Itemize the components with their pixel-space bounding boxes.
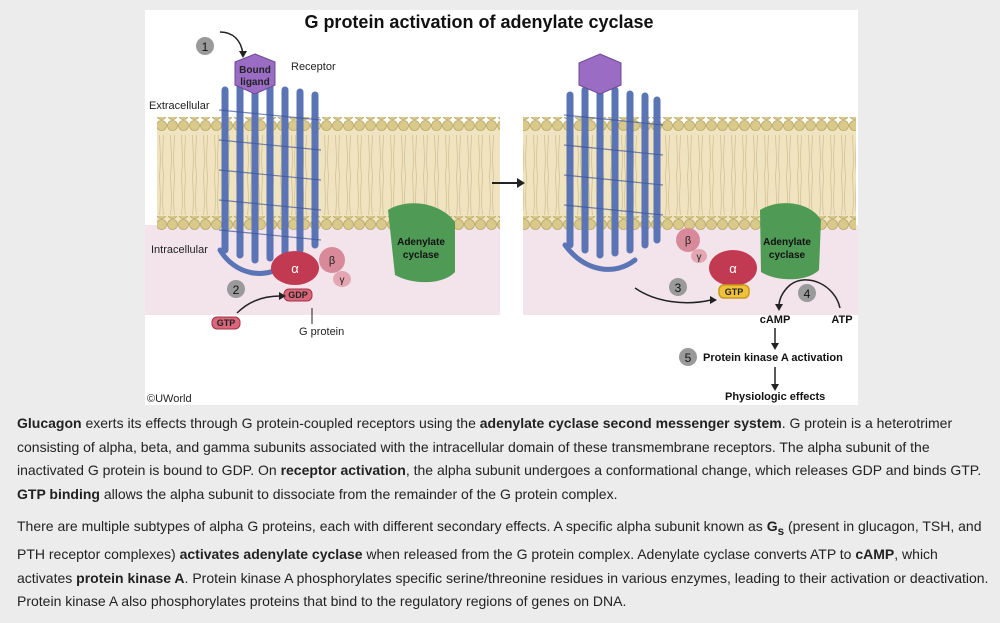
term-second-messenger: adenylate cyclase second messenger syste… xyxy=(479,415,782,431)
beta-subunit-right xyxy=(676,228,700,252)
adenylate-cyclase-left xyxy=(388,203,455,283)
text-span: exerts its effects through G protein-cou… xyxy=(81,415,480,431)
gs-letter: G xyxy=(766,518,778,534)
g-protein-label: G protein xyxy=(299,326,344,338)
gamma-subunit-right xyxy=(691,249,707,263)
gtp-right-label: GTP xyxy=(725,287,744,297)
gamma-left-label: γ xyxy=(340,275,345,286)
explanation-text: Glucagon exerts its effects through G pr… xyxy=(17,412,992,623)
arrowhead xyxy=(771,384,779,391)
step-3-arrow xyxy=(634,287,712,304)
paragraph-1: Glucagon exerts its effects through G pr… xyxy=(17,412,992,506)
intracellular-label: Intracellular xyxy=(151,244,208,256)
alpha-subunit-left xyxy=(271,251,319,285)
text-span: . G protein is a heterotrimer consisting… xyxy=(17,415,953,478)
diagram-title: G protein activation of adenylate cyclas… xyxy=(304,12,653,32)
alpha-right-label: α xyxy=(729,261,737,276)
step-3-label: 3 xyxy=(675,281,682,295)
gtp-badge-right xyxy=(718,284,750,299)
bound-ligand xyxy=(234,53,276,95)
arrowhead xyxy=(771,343,779,350)
gdp-label: GDP xyxy=(288,290,308,300)
ligand-right xyxy=(578,53,622,95)
gtp-badge-left xyxy=(211,316,241,330)
text-span: (present in glucagon, TSH, and PTH recep… xyxy=(17,518,982,563)
arrowhead xyxy=(279,292,286,300)
term-gtp-binding: GTP binding xyxy=(17,485,100,502)
adenylate-cyclase-right xyxy=(760,203,821,280)
text-span: , which activates xyxy=(17,546,938,586)
step-4-arrow xyxy=(778,279,841,309)
arrowhead xyxy=(775,304,783,311)
arrowhead xyxy=(710,296,717,304)
step-2-circle xyxy=(227,280,245,298)
cyclase-right-label-2: cyclase xyxy=(769,250,806,261)
gamma-right-label: γ xyxy=(697,252,702,263)
pka-activation-label: Protein kinase A activation xyxy=(703,352,843,364)
step-1-arrow xyxy=(219,31,244,55)
alpha-left-label: α xyxy=(291,261,299,276)
step-5-label: 5 xyxy=(685,351,692,365)
step-5-circle xyxy=(679,348,697,366)
text-span: when released from the G protein complex… xyxy=(362,546,856,563)
text-span: allows the alpha subunit to dissociate f… xyxy=(99,485,618,502)
beta-right-label: β xyxy=(685,235,691,247)
cyclase-left-label-2: cyclase xyxy=(403,250,440,261)
text-span: , the alpha subunit undergoes a conforma… xyxy=(405,462,982,478)
beta-left-label: β xyxy=(329,255,335,267)
atp-label: ATP xyxy=(831,314,852,326)
bound-ligand-label-line2: ligand xyxy=(240,77,269,88)
step-2-label: 2 xyxy=(233,283,240,297)
step-3-circle xyxy=(669,278,687,296)
physiologic-effects-label: Physiologic effects xyxy=(725,391,825,403)
gs-subscript: s xyxy=(777,524,785,538)
term-glucagon: Glucagon xyxy=(17,415,82,431)
gamma-subunit-left xyxy=(333,271,351,287)
camp-label: cAMP xyxy=(760,314,791,326)
paragraph-2: There are multiple subtypes of alpha G p… xyxy=(17,515,992,614)
alpha-subunit-right xyxy=(709,250,757,286)
term-receptor-activation: receptor activation xyxy=(280,462,406,478)
term-pka: protein kinase A xyxy=(76,569,185,586)
membrane-left xyxy=(157,117,500,230)
cyclase-right-label-1: Adenylate xyxy=(763,237,811,248)
term-camp: cAMP xyxy=(855,546,895,563)
credit-label: ©UWorld xyxy=(147,393,192,405)
beta-subunit-left xyxy=(319,247,345,273)
cyclase-left-label-1: Adenylate xyxy=(397,237,445,248)
step-1-label: 1 xyxy=(202,40,209,54)
term-gs: Gs xyxy=(766,518,784,538)
arrowhead xyxy=(517,178,525,188)
gtp-left-label: GTP xyxy=(217,318,236,328)
text-span: There are multiple subtypes of alpha G p… xyxy=(17,518,767,534)
g-protein-diagram: G protein activation of adenylate cyclas… xyxy=(145,10,858,405)
step-4-label: 4 xyxy=(804,287,811,301)
receptor-label: Receptor xyxy=(291,61,336,73)
bound-ligand-label-line1: Bound xyxy=(239,65,271,76)
step-1-circle xyxy=(196,37,214,55)
term-activates-cyclase: activates adenylate cyclase xyxy=(179,546,363,563)
arrowhead xyxy=(239,51,247,58)
step-2-arrow xyxy=(236,295,281,314)
extracellular-label: Extracellular xyxy=(149,100,210,112)
step-4-circle xyxy=(798,284,816,302)
text-span: . Protein kinase A phosphorylates specif… xyxy=(17,569,989,610)
